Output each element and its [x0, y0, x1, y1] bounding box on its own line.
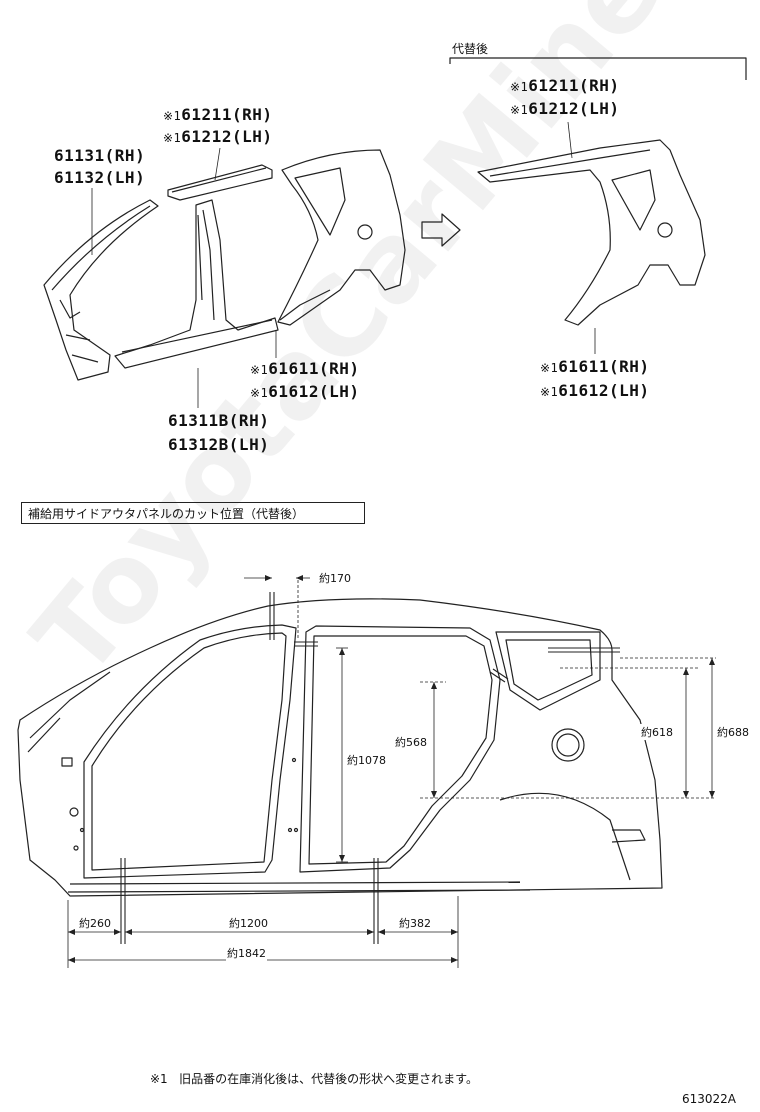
figure-id: 613022A — [682, 1092, 737, 1106]
dim-1842: 約1842 — [226, 945, 267, 961]
transition-arrow — [421, 213, 461, 247]
footnote: ※1 旧品番の在庫消化後は、代替後の形状へ変更されます。 — [150, 1072, 478, 1086]
cut-position-caption: 補給用サイドアウタパネルのカット位置（代替後） — [21, 502, 365, 524]
cut-markers — [120, 592, 620, 944]
dim-170: 約170 — [318, 570, 352, 586]
new-part-number-61212: ※161212(LH) — [510, 99, 620, 118]
dim-382: 約382 — [398, 915, 432, 931]
part-number-61131: 61131(RH) — [54, 146, 146, 165]
b-pillar-rocker-part — [114, 199, 279, 369]
dim-1200: 約1200 — [228, 915, 269, 931]
dimension-arrowheads — [68, 575, 715, 963]
quarter-panel-part — [277, 149, 406, 326]
dim-1078: 約1078 — [346, 752, 387, 768]
part-number-61212: ※161212(LH) — [163, 127, 273, 146]
side-outer-panel — [17, 598, 663, 897]
dim-688: 約688 — [716, 724, 750, 740]
part-number-61211: ※161211(RH) — [163, 105, 273, 124]
dim-618: 約618 — [640, 724, 674, 740]
leader-lines-top — [91, 121, 596, 408]
new-side-panel — [449, 57, 747, 326]
new-part-number-61611: ※161611(RH) — [540, 357, 650, 376]
part-number-61312b: 61312B(LH) — [168, 435, 270, 454]
part-number-61611: ※161611(RH) — [250, 359, 360, 378]
part-number-61311b: 61311B(RH) — [168, 411, 270, 430]
replacement-header: 代替後 — [452, 42, 489, 56]
part-number-61612: ※161612(LH) — [250, 382, 360, 401]
new-part-number-61211: ※161211(RH) — [510, 76, 620, 95]
new-part-number-61612: ※161612(LH) — [540, 381, 650, 400]
a-pillar-part — [43, 199, 159, 381]
dim-260: 約260 — [78, 915, 112, 931]
dim-568: 約568 — [394, 734, 428, 750]
part-number-61132: 61132(LH) — [54, 168, 146, 187]
roof-rail-part — [167, 164, 273, 201]
